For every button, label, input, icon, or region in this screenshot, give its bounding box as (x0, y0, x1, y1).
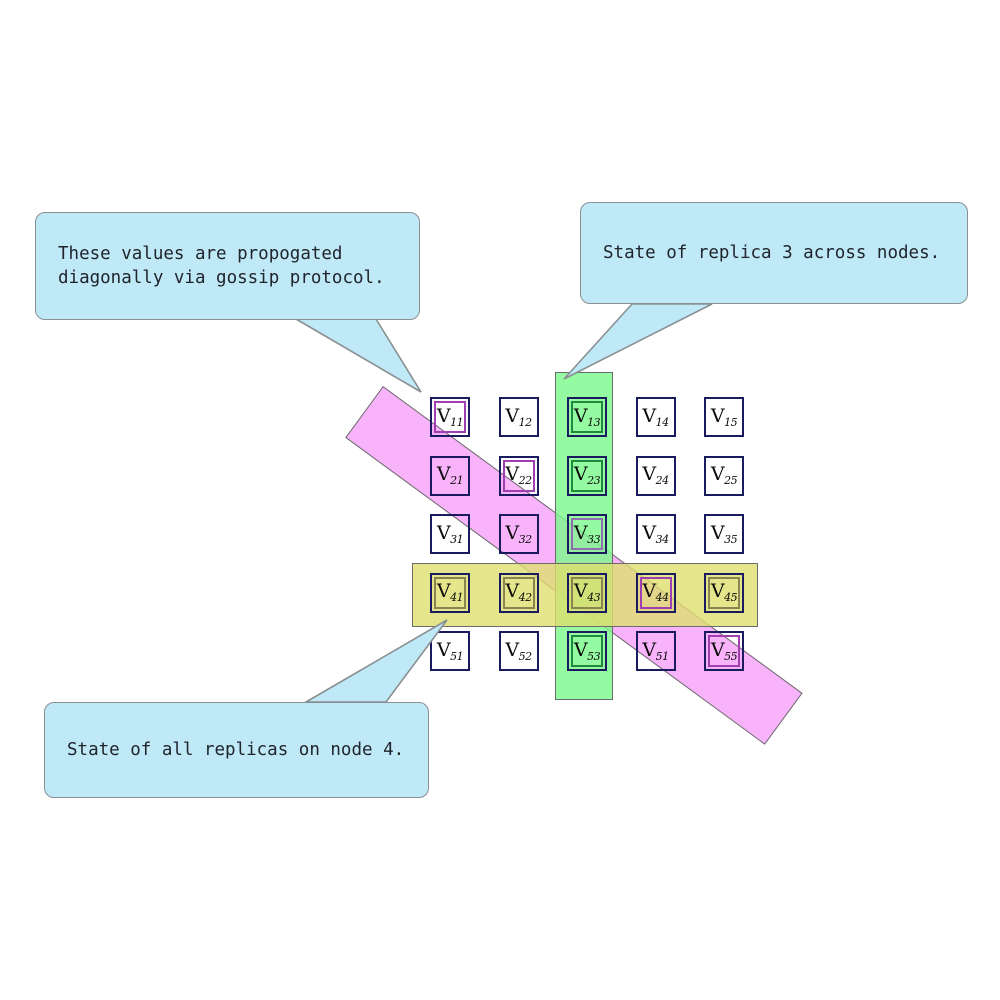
grid-cell-label: V25 (710, 463, 738, 487)
grid-cell-v34[interactable]: V34 (635, 514, 676, 554)
grid-cell-label: V52 (505, 638, 532, 663)
grid-cell-v13[interactable]: V13 (567, 397, 607, 437)
grid-cell-v41[interactable]: V41 (430, 572, 470, 613)
grid-cell-v42[interactable]: V42 (498, 572, 539, 613)
grid-cell-label: V41 (436, 580, 464, 604)
grid-cell-label: V21 (436, 463, 464, 487)
grid-cell-v44[interactable]: V44 (635, 572, 676, 613)
grid-cell-label: V15 (710, 404, 738, 429)
replica-3-column-band (555, 372, 613, 700)
grid-cell-v15[interactable]: V15 (704, 397, 744, 437)
grid-cell-label: V22 (505, 463, 532, 487)
grid-cell-label: V33 (573, 521, 601, 546)
grid-cell-v23[interactable]: V23 (567, 455, 607, 496)
replica3-callout-tail (563, 303, 713, 380)
grid-cell-v22[interactable]: V22 (498, 455, 539, 496)
grid-cell-label: V42 (505, 580, 532, 604)
grid-cell-label: V31 (436, 521, 464, 546)
grid-cell-label: V51 (642, 638, 669, 663)
grid-cell-v25[interactable]: V25 (704, 455, 744, 496)
grid-cell-v14[interactable]: V14 (635, 397, 676, 437)
grid-cell-label: V43 (573, 580, 601, 604)
grid-cell-v12[interactable]: V12 (498, 397, 539, 437)
grid-cell-v51[interactable]: V51 (635, 631, 676, 671)
grid-cell-label: V24 (642, 463, 669, 487)
grid-cell-v52[interactable]: V52 (498, 631, 539, 671)
grid-cell-label: V12 (505, 404, 532, 429)
grid-cell-label: V45 (710, 580, 738, 604)
grid-cell-v24[interactable]: V24 (635, 455, 676, 496)
grid-cell-v21[interactable]: V21 (430, 455, 470, 496)
callout-node4-text: State of all replicas on node 4. (67, 739, 405, 760)
node4-callout-tail (303, 619, 448, 703)
callout-gossip-text: These values are propogated diagonally v… (58, 243, 385, 288)
grid-cell-v53[interactable]: V53 (567, 631, 607, 671)
callout-node4[interactable]: State of all replicas on node 4. (44, 702, 429, 798)
grid-cell-label: V51 (436, 638, 464, 663)
grid-cell-v51[interactable]: V51 (430, 631, 470, 671)
grid-cell-label: V55 (710, 638, 738, 663)
grid-cell-label: V53 (573, 638, 601, 663)
grid-cell-v43[interactable]: V43 (567, 572, 607, 613)
gossip-callout-tail (293, 318, 422, 393)
grid-cell-v45[interactable]: V45 (704, 572, 744, 613)
grid-cell-label: V11 (436, 404, 464, 429)
grid-cell-label: V23 (573, 463, 601, 487)
grid-cell-label: V35 (710, 521, 738, 546)
grid-cell-label: V13 (573, 404, 601, 429)
callout-replica3[interactable]: State of replica 3 across nodes. (580, 202, 968, 304)
grid-cell-v55[interactable]: V55 (704, 631, 744, 671)
grid-cell-label: V14 (642, 404, 669, 429)
callout-gossip[interactable]: These values are propogated diagonally v… (35, 212, 420, 320)
grid-cell-label: V32 (505, 521, 532, 546)
grid-cell-label: V34 (642, 521, 669, 546)
grid-cell-v32[interactable]: V32 (498, 514, 539, 554)
grid-cell-v11[interactable]: V11 (430, 397, 470, 437)
grid-cell-v35[interactable]: V35 (704, 514, 744, 554)
grid-cell-label: V44 (642, 580, 669, 604)
grid-cell-v33[interactable]: V33 (567, 514, 607, 554)
grid-cell-v31[interactable]: V31 (430, 514, 470, 554)
callout-replica3-text: State of replica 3 across nodes. (603, 242, 941, 263)
